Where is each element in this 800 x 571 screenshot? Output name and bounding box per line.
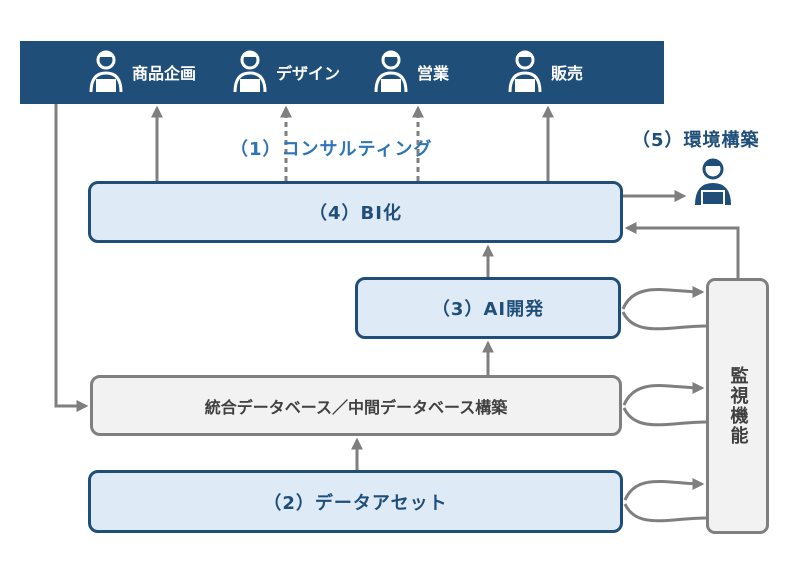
loop-db-monitor (622, 381, 705, 406)
role-design: デザイン (232, 47, 340, 97)
ai-development-box: （3）AI開発 (355, 277, 621, 339)
person-laptop-icon (89, 50, 123, 93)
role-business: 営業 (373, 47, 449, 97)
user-roles-banner: 商品企画 デザイン 営業 販売 (20, 41, 664, 104)
environment-person (690, 155, 736, 211)
monitoring-label: 監視機能 (727, 366, 749, 446)
loop-monitor-db (622, 407, 707, 427)
bi-label: （4）BI化 (309, 203, 402, 224)
loop-asset-monitor (623, 477, 705, 501)
asset-label: （2）データアセット (263, 492, 448, 514)
role-label: 営業 (417, 64, 450, 83)
role-planning: 商品企画 (88, 47, 196, 97)
database-label: 統合データベース／中間データベース構築 (204, 397, 508, 417)
arrow-monitor-to-bi (624, 222, 740, 278)
ai-label: （3）AI開発 (431, 299, 545, 320)
role-label: デザイン (276, 64, 341, 83)
data-asset-box: （2）データアセット (88, 470, 623, 533)
person-laptop-icon (374, 50, 408, 93)
role-sales: 販売 (507, 47, 583, 97)
environment-label: （5）環境構築 (632, 130, 760, 151)
arrow-banner-to-db (54, 104, 89, 412)
loop-monitor-ai (621, 311, 707, 331)
person-laptop-icon (695, 158, 731, 206)
person-laptop-icon (233, 50, 267, 93)
database-box: 統合データベース／中間データベース構築 (90, 375, 622, 436)
person-laptop-icon (508, 50, 542, 93)
monitoring-box: 監視機能 (706, 278, 769, 534)
role-label: 商品企画 (132, 64, 197, 83)
role-label: 販売 (551, 64, 584, 83)
consulting-label: （1）コンサルティング (230, 139, 433, 160)
loop-ai-monitor (621, 285, 705, 310)
bi-box: （4）BI化 (88, 181, 623, 243)
loop-monitor-asset (623, 503, 707, 523)
